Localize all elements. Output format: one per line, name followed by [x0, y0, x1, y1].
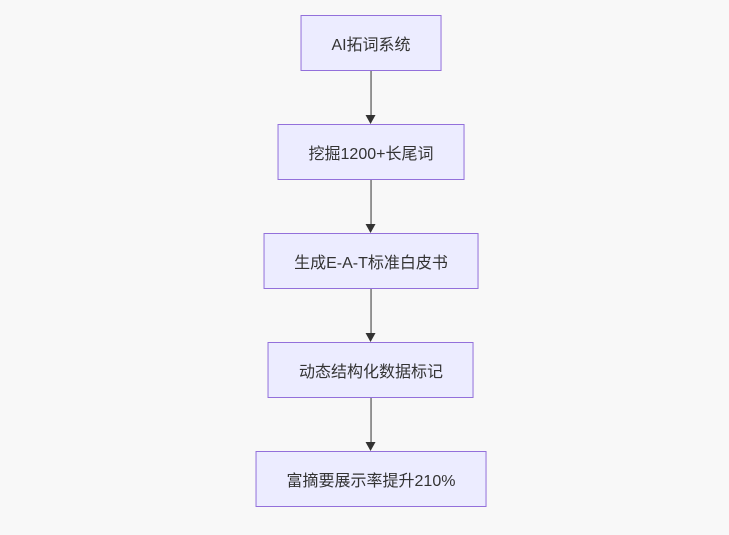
flow-node-3-label: 生成E-A-T标准白皮书 [294, 255, 448, 272]
arrow-down-icon [366, 115, 376, 124]
arrow-down-icon [366, 442, 376, 451]
flow-node-3: 生成E-A-T标准白皮书 [263, 233, 479, 289]
arrow-down-icon [366, 333, 376, 342]
flow-edge-4 [366, 398, 376, 451]
flow-edge-1 [366, 71, 376, 124]
flow-node-2-label: 挖掘1200+长尾词 [308, 146, 434, 163]
flowchart: AI拓词系统 挖掘1200+长尾词 生成E-A-T标准白皮书 动态结构化数据标记 [255, 15, 487, 507]
edge-line [370, 289, 372, 333]
flow-edge-2 [366, 180, 376, 233]
flow-node-5: 富摘要展示率提升210% [255, 451, 487, 507]
flow-node-5-label: 富摘要展示率提升210% [286, 473, 456, 490]
edge-line [370, 398, 372, 442]
edge-line [370, 180, 372, 224]
flow-node-4: 动态结构化数据标记 [267, 342, 474, 398]
flow-node-1-label: AI拓词系统 [331, 37, 411, 54]
arrow-down-icon [366, 224, 376, 233]
flow-node-4-label: 动态结构化数据标记 [298, 364, 443, 381]
edge-line [370, 71, 372, 115]
flow-node-2: 挖掘1200+长尾词 [277, 124, 465, 180]
flow-edge-3 [366, 289, 376, 342]
flow-node-1: AI拓词系统 [300, 15, 442, 71]
